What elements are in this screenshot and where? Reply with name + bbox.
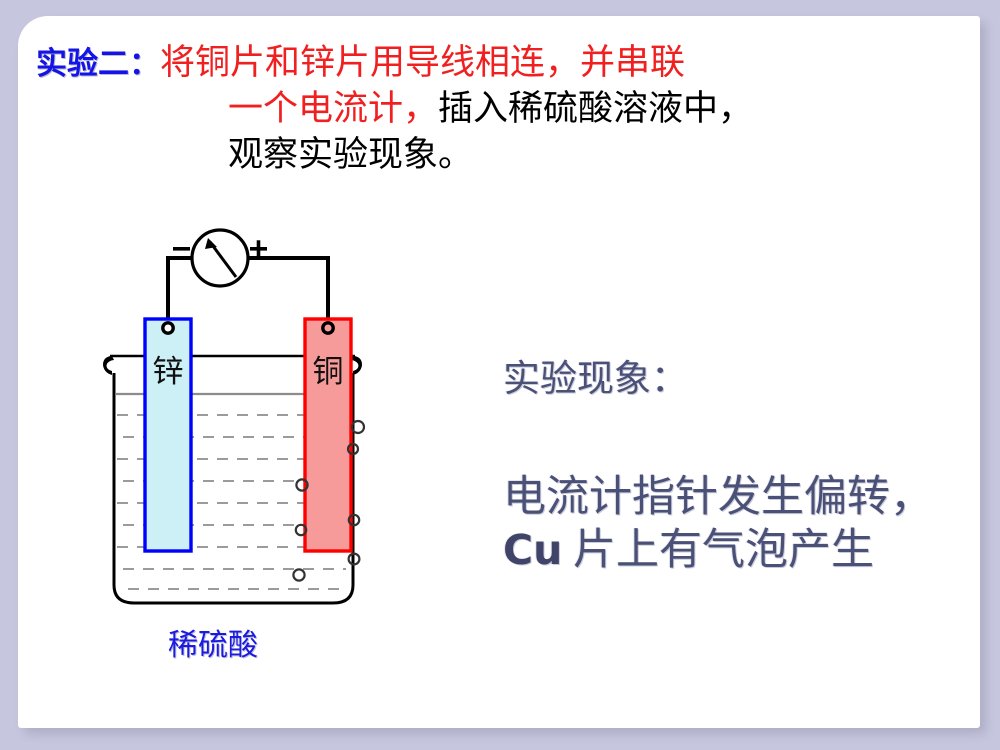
title-line-1: 实验二：将铜片和锌片用导线相连，并串联 <box>36 42 685 85</box>
phenomenon-line-2: Cu 片上有气泡产生 <box>503 524 933 577</box>
title-line3-black: 观察实验现象。 <box>228 135 474 174</box>
experiment-label: 实验二： <box>36 46 160 82</box>
galvanometer-icon <box>190 228 250 288</box>
title-line1-red: 将铜片和锌片用导线相连，并串联 <box>160 43 686 82</box>
circuit-wiring <box>166 256 330 325</box>
meter-positive-terminal <box>250 240 267 258</box>
phenomenon-body: 电流计指针发生偏转， Cu 片上有气泡产生 <box>503 472 933 577</box>
gas-bubbles <box>292 419 366 582</box>
copper-plate-label: 铜 <box>313 354 344 389</box>
cu-symbol: Cu <box>503 526 563 574</box>
title-line2-red: 一个电流计， <box>228 89 439 128</box>
meter-negative-terminal <box>173 247 190 251</box>
title-line2-black: 插入稀硫酸溶液中， <box>438 89 754 128</box>
phenomenon-line-1: 电流计指针发生偏转， <box>503 474 933 521</box>
zinc-plate-label: 锌 <box>153 354 184 389</box>
phenomenon-heading: 实验现象： <box>503 359 688 400</box>
solution-label: 稀硫酸 <box>168 629 258 662</box>
title-line-2: 一个电流计，插入稀硫酸溶液中， <box>228 88 753 129</box>
phenomenon-line-2-rest: 片上有气泡产生 <box>562 527 875 574</box>
title-line-3: 观察实验现象。 <box>228 134 473 175</box>
copper-plate <box>303 317 353 553</box>
experiment-diagram: 锌 铜 <box>90 225 420 675</box>
zinc-plate <box>143 317 193 553</box>
